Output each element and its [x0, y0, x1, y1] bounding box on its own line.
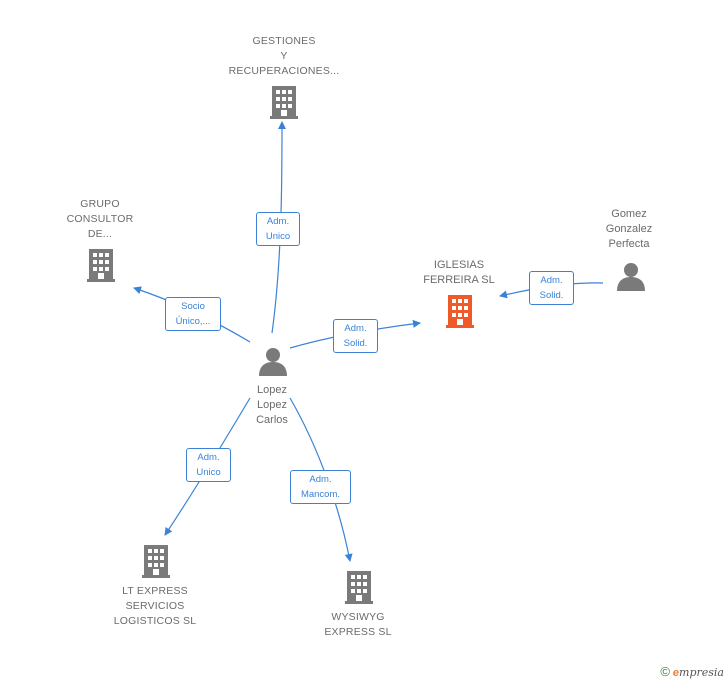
edge-label-gomez-to-iglesias: Adm. Solid. [529, 271, 574, 305]
edge-label-to-iglesias: Adm. Solid. [333, 319, 378, 353]
gomez-person-icon[interactable] [617, 263, 645, 291]
node-label-grupo[interactable]: GRUPO CONSULTOR DE... [67, 197, 134, 242]
label-line: EXPRESS SL [324, 626, 392, 638]
brand-initial: e [672, 667, 680, 679]
edge-label-to-ltexpress: Adm. Unico [186, 448, 231, 482]
wysiwyg-building-icon[interactable] [345, 571, 373, 604]
label-line: Lopez [257, 399, 287, 411]
brand-footer[interactable]: ©empresia [660, 664, 724, 679]
node-label-iglesias[interactable]: IGLESIAS FERREIRA SL [423, 258, 495, 288]
label-line: IGLESIAS [433, 259, 485, 271]
edge-label-line: Adm. [197, 452, 220, 463]
label-line: Perfecta [608, 238, 650, 250]
ltexpress-building-icon[interactable] [142, 545, 170, 578]
iglesias-building-icon[interactable] [446, 295, 474, 328]
edge-label-to-wysiwyg: Adm. Mancom. [290, 470, 351, 504]
brand-name: mpresia [679, 666, 724, 679]
edge-label-line: Unico [196, 467, 221, 478]
edge-label-to-gestiones: Adm. Unico [256, 212, 300, 246]
node-label-wysiwyg[interactable]: WYSIWYG EXPRESS SL [324, 610, 391, 640]
edge-label-line: Adm. [540, 275, 563, 286]
gestiones-building-icon[interactable] [270, 86, 298, 119]
label-line: WYSIWYG [331, 611, 385, 623]
label-line: CONSULTOR [66, 213, 134, 225]
label-line: FERREIRA SL [423, 274, 495, 286]
edge-label-line: Solid. [343, 338, 368, 349]
edge-label-line: Socio [181, 301, 205, 312]
edge-label-line: Adm. [309, 474, 332, 485]
edge-label-to-grupo: Socio Único,... [165, 297, 221, 331]
label-line: LOGISTICOS SL [113, 615, 197, 627]
edge-label-line: Adm. [266, 216, 290, 227]
label-line: DE... [87, 228, 113, 240]
node-label-ltexpress[interactable]: LT EXPRESS SERVICIOS LOGISTICOS SL [114, 584, 197, 629]
label-line: Carlos [256, 414, 288, 426]
edge-label-line: Solid. [539, 290, 564, 301]
node-label-gomez[interactable]: Gomez Gonzalez Perfecta [606, 207, 652, 252]
label-line: RECUPERACIONES... [228, 65, 340, 77]
label-line: GRUPO [80, 198, 120, 210]
edge-label-line: Unico [265, 231, 291, 242]
edge-label-line: Mancom. [300, 489, 341, 500]
label-line: Lopez [257, 384, 287, 396]
node-label-lopez[interactable]: Lopez Lopez Carlos [256, 383, 288, 428]
edge-label-line: Único,... [175, 316, 211, 327]
grupo-building-icon[interactable] [87, 249, 115, 282]
lopez-person-icon[interactable] [259, 348, 287, 376]
label-line: Gonzalez [605, 223, 653, 235]
node-label-gestiones[interactable]: GESTIONES Y RECUPERACIONES... [229, 34, 340, 79]
label-line: GESTIONES [252, 35, 316, 47]
label-line: Gomez [611, 208, 647, 220]
label-line: SERVICIOS [125, 600, 185, 612]
edge-label-line: Adm. [344, 323, 367, 334]
label-line: LT EXPRESS [122, 585, 188, 597]
label-line: Y [280, 50, 288, 62]
copyright-icon: © [660, 664, 670, 679]
